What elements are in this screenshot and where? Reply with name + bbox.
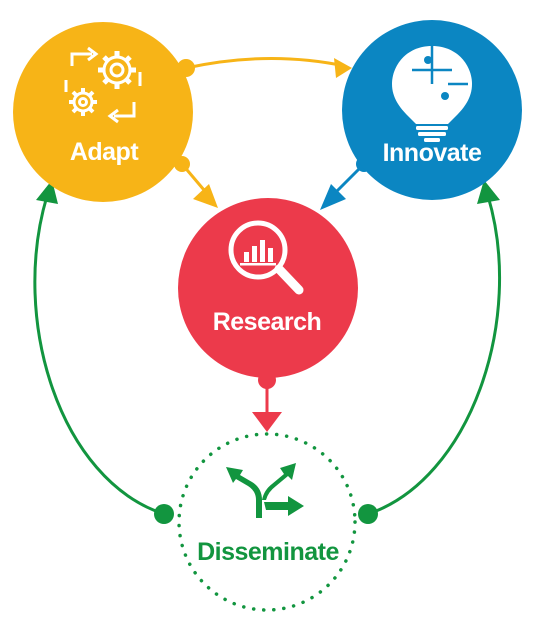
- innovate-label: Innovate: [383, 139, 482, 167]
- research-label: Research: [213, 308, 322, 336]
- connector-adapt-research: [174, 156, 218, 208]
- node-innovate: Innovate: [342, 20, 522, 200]
- node-disseminate: Disseminate: [177, 432, 357, 612]
- connector-research-disseminate: [252, 371, 282, 432]
- adapt-label: Adapt: [70, 138, 140, 166]
- connector-adapt-innovate: [177, 56, 352, 78]
- connector-disseminate-innovate: [358, 180, 501, 524]
- gears-cycle-icon: [64, 46, 142, 124]
- connector-disseminate-adapt: [33, 180, 174, 524]
- node-adapt: Adapt: [13, 22, 193, 202]
- branching-arrows-icon: [226, 463, 304, 518]
- magnifier-chart-icon: [228, 220, 304, 295]
- lightbulb-puzzle-icon: [392, 46, 472, 142]
- disseminate-label: Disseminate: [197, 538, 339, 566]
- node-research: Research: [178, 198, 358, 378]
